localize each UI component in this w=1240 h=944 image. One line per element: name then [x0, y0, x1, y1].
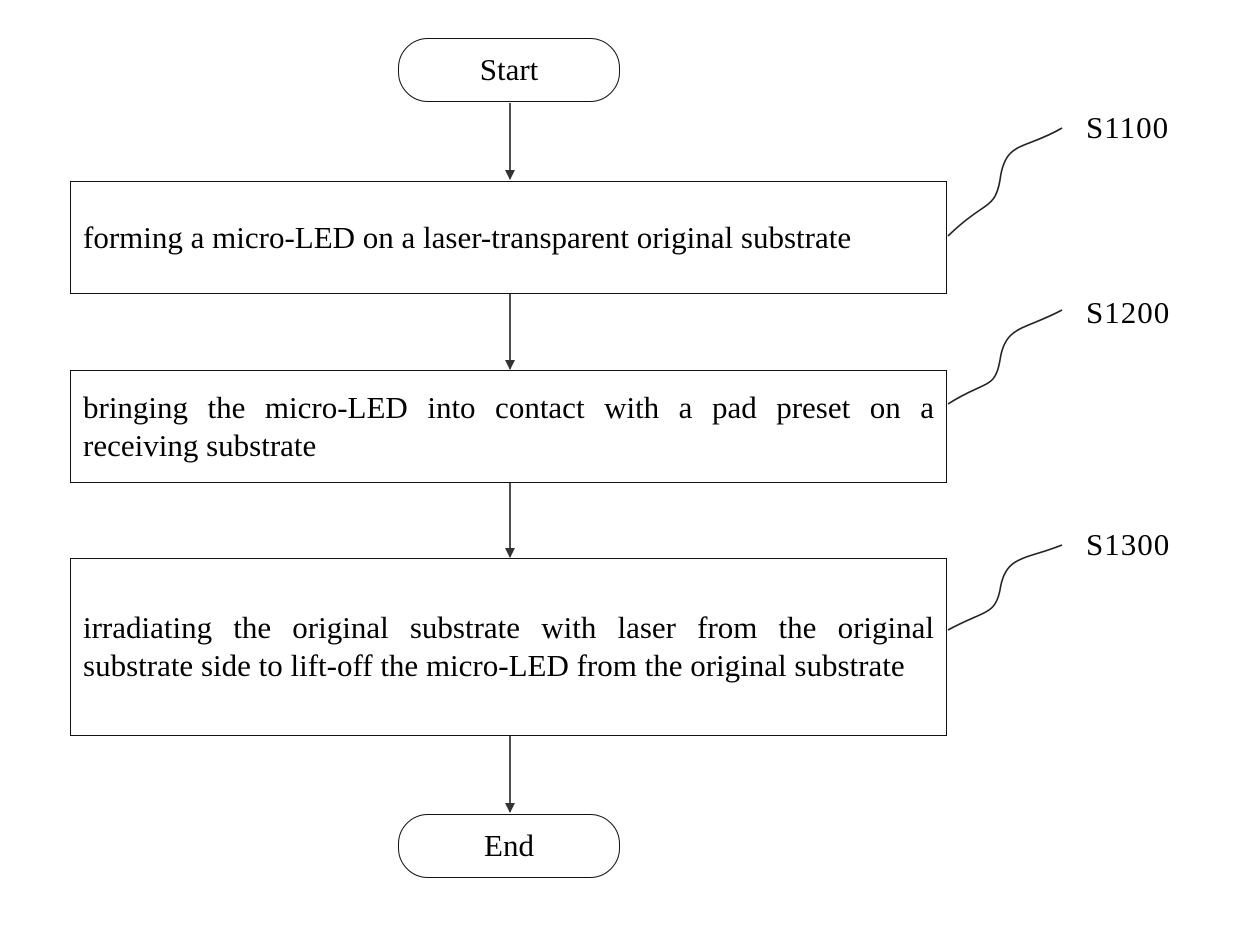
leader-line-s1100 [948, 128, 1062, 236]
step-text-s1300: irradiating the original substrate with … [83, 609, 934, 685]
process-box-s1300: irradiating the original substrate with … [70, 558, 947, 736]
end-terminal: End [398, 814, 620, 878]
leader-line-s1300 [948, 545, 1062, 630]
step-ref-s1200: S1200 [1086, 295, 1170, 331]
end-label: End [484, 828, 534, 864]
process-box-s1100: forming a micro-LED on a laser-transpare… [70, 181, 947, 294]
start-label: Start [480, 52, 539, 88]
leader-line-s1200 [948, 310, 1062, 404]
step-text-s1100: forming a micro-LED on a laser-transpare… [83, 219, 934, 257]
process-box-s1200: bringing the micro-LED into contact with… [70, 370, 947, 483]
step-ref-s1100: S1100 [1086, 110, 1169, 146]
step-text-s1200: bringing the micro-LED into contact with… [83, 389, 934, 465]
step-ref-s1300: S1300 [1086, 527, 1170, 563]
start-terminal: Start [398, 38, 620, 102]
